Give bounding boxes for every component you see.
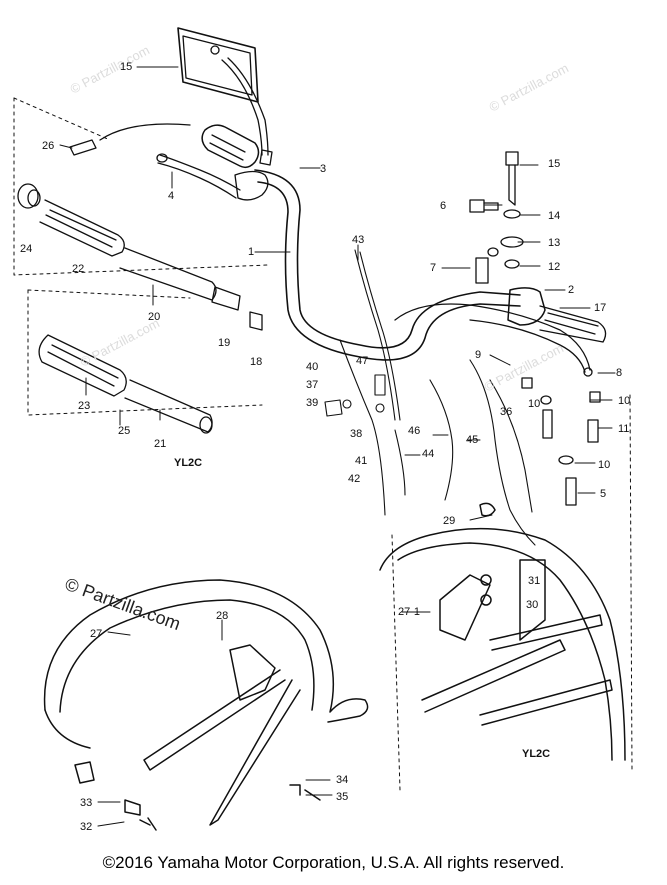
callout-c31: 31 [528, 575, 541, 587]
callout-c21: 21 [154, 438, 167, 450]
control-cables [324, 249, 536, 546]
variant-label-left: YL2C [174, 457, 203, 469]
callout-c6: 6 [440, 200, 447, 212]
callout-c17: 17 [594, 302, 607, 314]
callout-c10a: 10 [618, 395, 631, 407]
callout-c14: 14 [548, 210, 561, 222]
callout-c41: 41 [355, 455, 368, 467]
left-grip-upper [99, 123, 260, 169]
callout-c23: 23 [78, 400, 91, 412]
callout-c29: 29 [443, 515, 456, 527]
callout-c5: 5 [600, 488, 607, 500]
callout-c33: 33 [80, 797, 93, 809]
callout-c10b: 10 [598, 459, 611, 471]
right-switch-and-grip [394, 287, 607, 377]
front-fender-left [43, 579, 369, 831]
front-fender-right [379, 502, 626, 761]
callout-c20: 20 [148, 311, 161, 323]
callout-c3: 3 [320, 163, 327, 175]
callout-c39: 39 [306, 397, 319, 409]
callout-c18: 18 [250, 356, 263, 368]
callout-c2: 2 [568, 284, 575, 296]
callout-c34: 34 [336, 774, 349, 786]
callout-c38: 38 [350, 428, 363, 440]
callout-c46: 46 [408, 425, 421, 437]
callout-c8: 8 [616, 367, 623, 379]
callout-c45: 45 [466, 434, 479, 446]
callout-c9: 9 [475, 349, 482, 361]
right-grip-lower-left [38, 334, 213, 434]
clutch-lever [156, 149, 273, 201]
callout-c25: 25 [118, 425, 131, 437]
leader-lines [59, 66, 616, 827]
callout-c32: 32 [80, 821, 93, 833]
callout-c22: 22 [72, 263, 85, 275]
callout-c40: 40 [306, 361, 319, 373]
callout-c44: 44 [422, 448, 435, 460]
callout-c43: 43 [352, 234, 365, 246]
callout-c11: 11 [618, 423, 630, 435]
callout-c12: 12 [548, 261, 561, 273]
callout-c24: 24 [20, 243, 33, 255]
variant-label-bottom-right: YL2C [522, 748, 551, 760]
callout-c42: 42 [348, 473, 361, 485]
copyright-footer: ©2016 Yamaha Motor Corporation, U.S.A. A… [102, 853, 565, 872]
handlebar [254, 169, 521, 361]
callout-c26: 26 [42, 140, 55, 152]
callout-c47: 47 [356, 355, 369, 367]
callout-c10c: 10 [528, 398, 541, 410]
callout-c15a: 15 [120, 61, 133, 73]
callout-c19: 19 [218, 337, 231, 349]
mirror [177, 27, 269, 156]
bolts-and-washers [469, 151, 601, 506]
callout-c271: 27-1 [398, 606, 421, 618]
callout-c7: 7 [430, 262, 437, 274]
callout-c15b: 15 [548, 158, 561, 170]
callout-c35: 35 [336, 791, 349, 803]
callout-c27: 27 [90, 628, 103, 640]
callout-c28: 28 [216, 610, 229, 622]
callout-c13: 13 [548, 237, 561, 249]
callout-c30: 30 [526, 599, 539, 611]
left-grip-assembly [17, 139, 263, 331]
callout-c36: 36 [500, 406, 513, 418]
grip-group-frame [13, 97, 633, 791]
callout-c4: 4 [168, 190, 175, 202]
callout-c1: 1 [248, 246, 255, 258]
callout-c37: 37 [306, 379, 319, 391]
